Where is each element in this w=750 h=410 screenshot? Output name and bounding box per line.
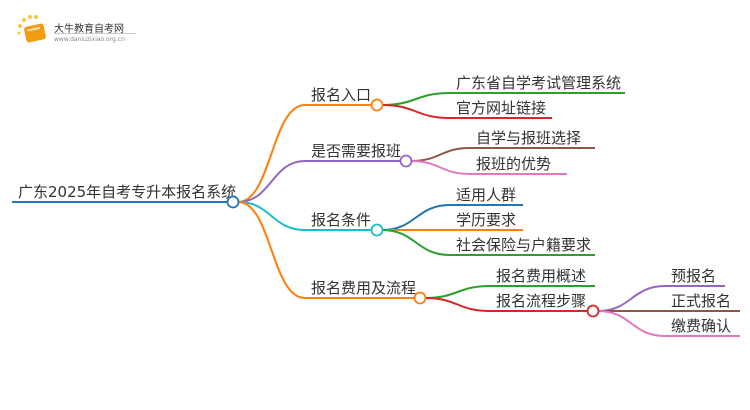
child-connector xyxy=(381,92,451,106)
branch-2-collapse-toggle[interactable] xyxy=(370,223,384,237)
branch-0-collapse-toggle[interactable] xyxy=(370,98,384,112)
child-connector xyxy=(410,160,471,175)
branch-3-child-1-item-0-label: 预报名 xyxy=(671,267,716,285)
branch-0-label: 报名入口 xyxy=(311,86,371,104)
branch-connector xyxy=(237,104,306,203)
book-logo-icon xyxy=(17,15,46,43)
branch-0-child-0-label: 广东省自学考试管理系统 xyxy=(456,74,621,92)
child-connector xyxy=(424,285,491,299)
branch-3-child-0-label: 报名费用概述 xyxy=(496,267,586,285)
branch-connector xyxy=(237,201,306,299)
branch-3-child-1-collapse-toggle[interactable] xyxy=(586,304,600,318)
child-connector xyxy=(381,104,451,119)
grandchild-connector xyxy=(597,310,666,337)
branch-1-collapse-toggle[interactable] xyxy=(399,154,413,168)
grandchild-connector xyxy=(597,285,666,312)
branch-1-child-1-label: 报班的优势 xyxy=(476,155,551,173)
branch-connector xyxy=(237,160,306,203)
logo-title: 大牛教育自考网 xyxy=(54,24,124,35)
branch-2-child-2-label: 社会保险与户籍要求 xyxy=(456,236,591,254)
branch-3-label: 报名费用及流程 xyxy=(311,279,416,297)
branch-3-collapse-toggle[interactable] xyxy=(413,291,427,305)
logo: 大牛教育自考网 www.daniuzixiao.org.cn xyxy=(14,12,214,52)
branch-2-label: 报名条件 xyxy=(311,211,371,229)
branch-connector xyxy=(237,201,306,231)
logo-url: www.daniuzixiao.org.cn xyxy=(54,36,125,43)
child-connector xyxy=(381,204,451,231)
branch-1-label: 是否需要报班 xyxy=(311,142,401,160)
branch-2-child-0-label: 适用人群 xyxy=(456,186,516,204)
branch-2-child-1-label: 学历要求 xyxy=(456,211,516,229)
branch-1-child-0-label: 自学与报班选择 xyxy=(476,129,581,147)
child-connector xyxy=(424,297,491,312)
branch-3-child-1-label: 报名流程步骤 xyxy=(496,292,586,310)
root-topic-label: 广东2025年自考专升本报名系统 xyxy=(18,183,236,201)
logo-divider xyxy=(54,33,136,34)
child-connector xyxy=(410,147,471,162)
branch-0-child-1-label: 官方网址链接 xyxy=(456,99,546,117)
branch-3-child-1-item-1-label: 正式报名 xyxy=(671,292,731,310)
root-topic-collapse-toggle[interactable] xyxy=(226,195,240,209)
child-connector xyxy=(381,229,451,256)
branch-3-child-1-item-2-label: 缴费确认 xyxy=(671,317,731,335)
